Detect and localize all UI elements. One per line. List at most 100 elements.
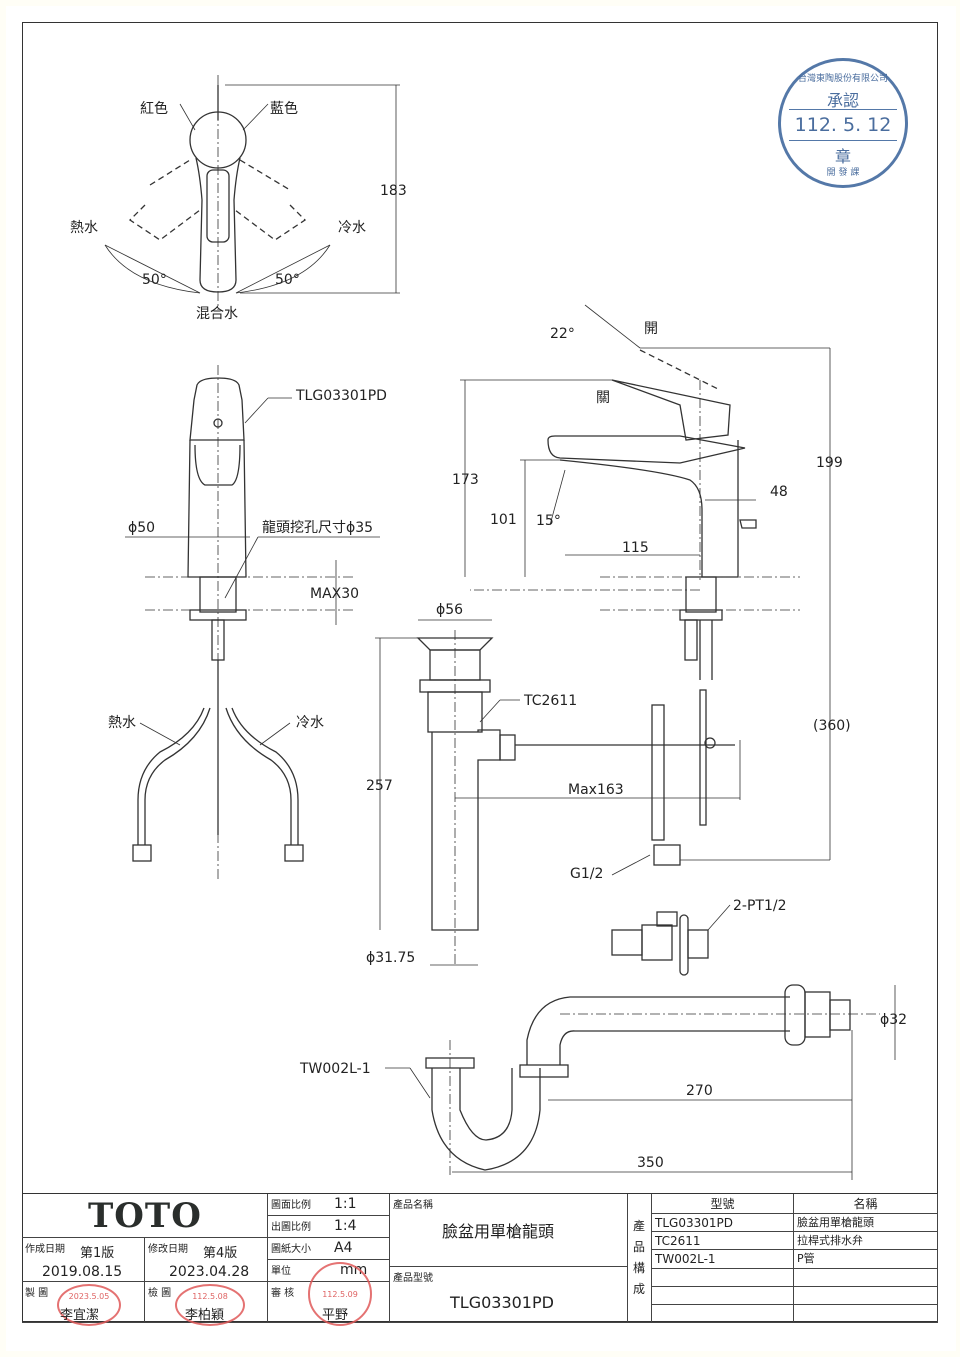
drawing-scale: 1:1 (334, 1196, 357, 1212)
plug-diameter-dim: ϕ56 (436, 602, 463, 618)
spout-angle-dim: 15° (536, 513, 561, 529)
toto-logo: TOTO (88, 1196, 202, 1236)
checker-name: 李柏穎 (185, 1308, 225, 1323)
cold-hose-label: 冷水 (296, 715, 324, 731)
hot-hose-label: 熱水 (108, 715, 136, 731)
stamp-seal: 章 (834, 147, 851, 166)
checker-cell: 檢 圖 112.5.08 李柏穎 (145, 1282, 268, 1326)
reviewer-stamp: 112.5.09 (308, 1262, 372, 1326)
composition-row-model: TLG03301PD (652, 1214, 794, 1233)
angle-left-dim: 50° (142, 272, 167, 288)
created-caption: 作成日期 (25, 1244, 65, 1255)
faucet-model-callout: TLG03301PD (295, 388, 387, 404)
unit-caption: 單位 (271, 1266, 291, 1277)
stamp-date: 112. 5. 12 (789, 109, 897, 141)
composition-header-model: 型號 (652, 1194, 794, 1214)
composition-row-name: P管 (794, 1250, 938, 1269)
drafter-caption: 製 圖 (25, 1288, 49, 1299)
drawing-scale-cell: 圖面比例 1:1 (268, 1194, 390, 1216)
reach-dim: 115 (622, 540, 649, 556)
reviewer-caption: 審 核 (271, 1288, 295, 1299)
paper-size: A4 (334, 1240, 353, 1256)
angle-valve (611, 904, 731, 976)
body-view-faucet (125, 365, 380, 880)
product-name-caption: 產品名稱 (393, 1200, 433, 1211)
drafter-name: 李宜潔 (60, 1308, 100, 1323)
paper-size-caption: 圖紙大小 (271, 1244, 311, 1255)
composition-row-model: TW002L-1 (652, 1250, 794, 1269)
outlet-diameter-dim: ϕ32 (880, 1012, 907, 1028)
composition-header-name: 名稱 (794, 1194, 938, 1214)
output-scale-cell: 出圖比例 1:4 (268, 1216, 390, 1238)
tail-diameter-dim: ϕ31.75 (366, 950, 415, 966)
modified-edition: 第4版 (203, 1246, 238, 1261)
brand-cell: TOTO (22, 1194, 268, 1238)
reviewer-cell: 審 核 112.5.09 平野 (268, 1262, 390, 1326)
approval-stamp: 台灣東陶股份有限公司 承認 112. 5. 12 章 開 發 課 (778, 58, 908, 188)
open-label: 開 (644, 321, 658, 337)
blue-handle-label: 藍色 (270, 100, 298, 117)
created-edition: 第1版 (80, 1246, 115, 1261)
supply-length-dim: (360) (813, 718, 851, 734)
side-view-faucet (460, 304, 831, 860)
created-cell: 作成日期 第1版 2019.08.15 (22, 1238, 145, 1282)
height-183-dim: 183 (380, 183, 407, 199)
lever-angle-dim: 22° (550, 326, 575, 342)
max-thickness-dim: MAX30 (310, 586, 359, 602)
total-length-dim: 350 (637, 1155, 664, 1171)
drawing-scale-caption: 圖面比例 (271, 1200, 311, 1211)
composition-row-name: 臉盆用單槍龍頭 (794, 1214, 938, 1233)
trap-model-callout: TW002L-1 (299, 1061, 371, 1077)
composition-caption-cell: 產品構成 (628, 1194, 652, 1323)
drafter-stamp: 2023.5.05 (57, 1284, 121, 1326)
closed-label: 關 (596, 390, 610, 406)
composition-row-name: 拉桿式排水弁 (794, 1232, 938, 1251)
composition-row-name (794, 1268, 938, 1287)
drawing-sheet (6, 6, 956, 1351)
cold-water-label: 冷水 (338, 220, 366, 236)
p-trap (385, 984, 896, 1180)
drawing-frame (22, 22, 938, 1322)
output-scale: 1:4 (334, 1218, 357, 1234)
modified-caption: 修改日期 (148, 1244, 188, 1255)
created-date: 2019.08.15 (42, 1264, 123, 1280)
composition-row-name (794, 1305, 938, 1324)
valve-thread-label: 2-PT1/2 (733, 898, 786, 914)
hot-water-label: 熱水 (70, 220, 98, 236)
diameter-50-dim: ϕ50 (128, 520, 155, 536)
modified-cell: 修改日期 第4版 2023.04.28 (145, 1238, 268, 1282)
red-handle-label: 紅色 (140, 100, 168, 117)
reviewer-name: 平野 (322, 1308, 349, 1323)
stamp-dept: 開 發 課 (826, 168, 860, 178)
checker-caption: 檢 圖 (148, 1288, 172, 1299)
outlet-height-dim: 101 (490, 512, 517, 528)
product-name: 臉盆用單槍龍頭 (442, 1222, 555, 1241)
product-name-cell: 產品名稱 臉盆用單槍龍頭 (390, 1194, 628, 1267)
max-rod-dim: Max163 (568, 782, 624, 798)
composition-row-name (794, 1286, 938, 1305)
product-model-cell: 產品型號 TLG03301PD (390, 1267, 628, 1323)
drain-model-callout: TC2611 (523, 693, 577, 709)
composition-row-model (652, 1268, 794, 1287)
angle-right-dim: 50° (275, 272, 300, 288)
drain-height-dim: 257 (366, 778, 393, 794)
checker-stamp: 112.5.08 (175, 1284, 245, 1326)
spout-height-dim: 173 (452, 472, 479, 488)
lever-offset-dim: 48 (770, 484, 788, 500)
hole-size-label: 龍頭挖孔尺寸ϕ35 (262, 519, 373, 536)
product-model: TLG03301PD (450, 1293, 554, 1312)
composition-caption: 產品構成 (633, 1219, 646, 1296)
front-view-faucet (104, 75, 400, 310)
supply-thread-label: G1/2 (570, 866, 603, 882)
composition-row-model (652, 1286, 794, 1305)
composition-row-model: TC2611 (652, 1232, 794, 1251)
arm-length-dim: 270 (686, 1083, 713, 1099)
stamp-title: 承認 (826, 91, 859, 110)
stamp-company: 台灣東陶股份有限公司 (797, 74, 888, 84)
output-scale-caption: 出圖比例 (271, 1222, 311, 1233)
paper-size-cell: 圖紙大小 A4 (268, 1238, 390, 1260)
mixed-water-label: 混合水 (196, 306, 238, 322)
title-block: TOTO 作成日期 第1版 2019.08.15 修改日期 第4版 2023.0… (22, 1193, 938, 1326)
